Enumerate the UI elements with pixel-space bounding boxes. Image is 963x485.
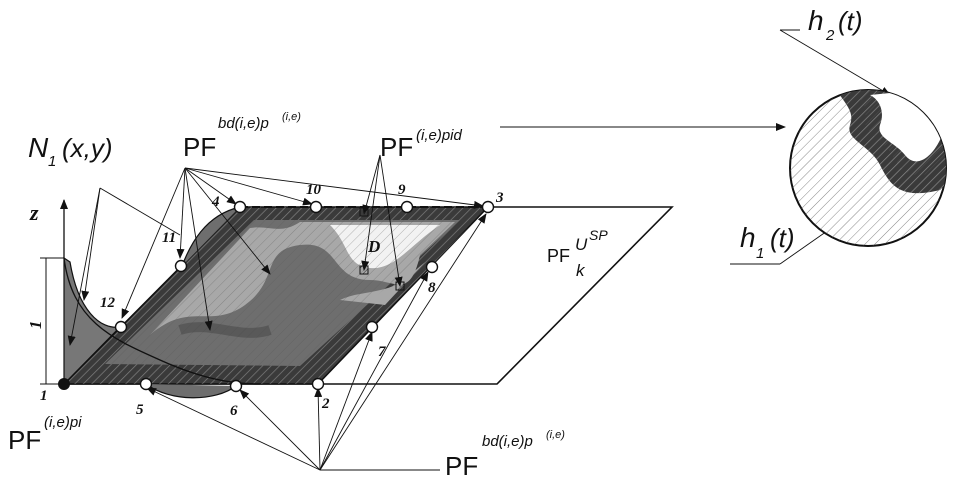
- pf-superscript: bd(i,e)p: [218, 115, 269, 132]
- node-5-dot: [139, 377, 153, 391]
- h2-symbol: h: [808, 5, 824, 36]
- pf-superscript: (i,e)pi: [44, 414, 82, 431]
- element-inner: [105, 220, 460, 366]
- z-axis-label: z: [29, 200, 39, 225]
- pf-symbol: PF: [445, 451, 478, 480]
- n1-symbol: N: [28, 132, 49, 163]
- node-10-label: 10: [306, 182, 322, 198]
- unit-one-label: 1: [26, 321, 45, 330]
- node-8-dot: [425, 260, 439, 274]
- n1-args: (x,y): [62, 133, 113, 163]
- marker-square: [359, 265, 369, 275]
- marker-square: [395, 281, 405, 291]
- marker-square: [359, 207, 369, 217]
- h1-symbol: h: [740, 222, 756, 253]
- edge-bulge-left: [181, 206, 241, 267]
- n1-label: N 1 (x,y): [28, 132, 113, 170]
- node-1-dot: [58, 378, 70, 390]
- pf-symbol: PF: [183, 132, 216, 162]
- node-11-label: 11: [162, 230, 176, 246]
- node-3-dot: [481, 200, 495, 214]
- magnified-detail: [789, 89, 947, 247]
- h2-subscript: 2: [825, 27, 835, 44]
- node-7-dot: [365, 320, 379, 334]
- node-8-label: 8: [428, 280, 436, 296]
- node-2-dot: [311, 377, 325, 391]
- pf-supsup: (i,e): [282, 111, 301, 123]
- pf-superscript: bd(i,e)p: [482, 433, 533, 450]
- node-2-label: 2: [321, 396, 330, 412]
- nodes: [58, 200, 495, 393]
- pf-label-corner: PF (i,e)pi: [8, 414, 82, 455]
- pf-plane-superscript: U: [575, 235, 588, 254]
- node-3-label: 3: [495, 190, 504, 206]
- pf-label-plane: PF U SP k: [547, 227, 608, 280]
- node-5-label: 5: [136, 402, 144, 418]
- pf-plane-subscript: k: [576, 261, 586, 280]
- edge-bulge-bottom: [145, 383, 237, 399]
- node-7-label: 7: [378, 344, 386, 360]
- pf-label-top-left: PF bd(i,e)p (i,e): [183, 111, 301, 162]
- node-6-dot: [229, 379, 243, 393]
- pf-plane-supsup: SP: [589, 227, 608, 243]
- pf-supsup: (i,e): [546, 429, 565, 441]
- pf-superscript: (i,e)pid: [416, 127, 463, 144]
- n1-subscript: 1: [48, 153, 56, 170]
- pf-symbol: PF: [380, 132, 413, 162]
- node-1-label: 1: [40, 388, 48, 404]
- pf-label-top-right: PF (i,e)pid: [380, 127, 463, 162]
- node-9-label: 9: [398, 182, 406, 198]
- node-12-label: 12: [100, 295, 116, 311]
- h2-args: (t): [838, 6, 863, 36]
- node-4-dot: [233, 200, 247, 214]
- region-d-label: D: [367, 237, 380, 256]
- h1-args: (t): [770, 223, 795, 253]
- pf-label-bottom: PF bd(i,e)p (i,e): [445, 429, 565, 481]
- leader-lines: [67, 29, 891, 471]
- node-labels: 1 2 3 4 5 6 7 8 9 10 11 12: [40, 182, 504, 419]
- node-10-dot: [309, 200, 323, 214]
- h1-label: h 1 (t): [740, 222, 795, 262]
- pf-symbol: PF: [8, 425, 41, 455]
- node-12-dot: [114, 320, 128, 334]
- node-6-label: 6: [230, 403, 238, 419]
- node-4-label: 4: [211, 194, 220, 210]
- h2-label: h 2 (t): [808, 5, 863, 44]
- node-9-dot: [400, 200, 414, 214]
- node-11-dot: [174, 259, 188, 273]
- pf-symbol: PF: [547, 246, 570, 266]
- h1-subscript: 1: [756, 245, 764, 262]
